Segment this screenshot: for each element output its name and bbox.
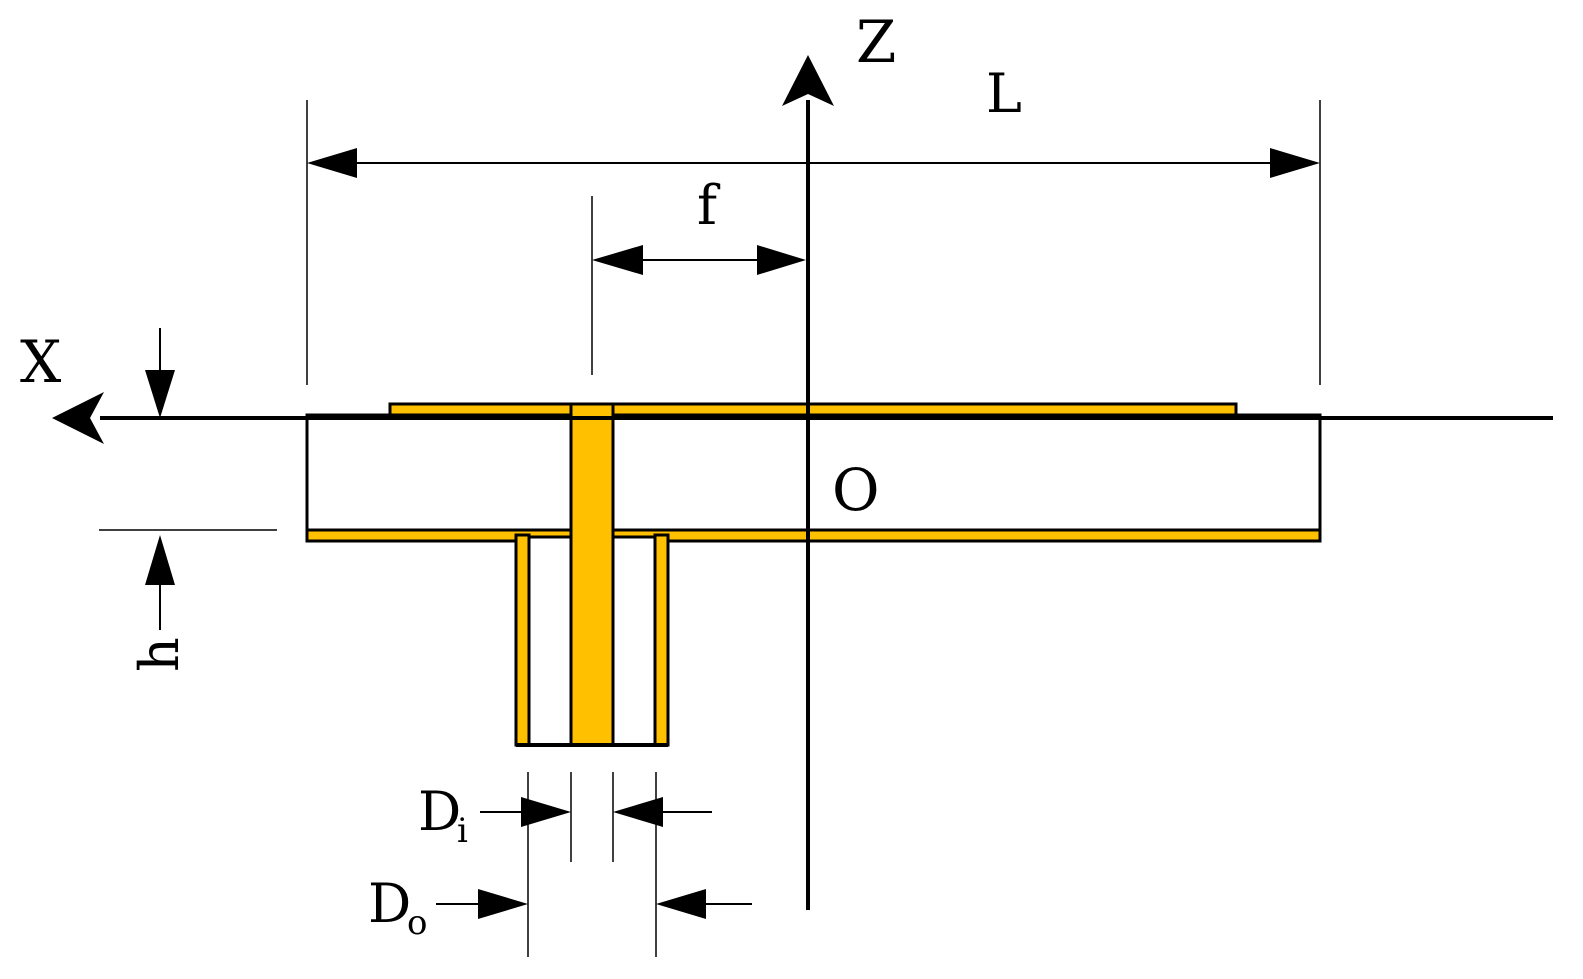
x-axis-label: X (20, 328, 62, 396)
h-arrow-bottom (145, 535, 175, 585)
f-dimension (592, 245, 806, 275)
outer-diameter-sub: o (407, 903, 427, 943)
f-arrow-right (757, 245, 806, 275)
di-arrow-right (613, 797, 663, 827)
l-dimension (307, 148, 1320, 178)
feed-probe (569, 402, 615, 747)
feed-offset-label: f (697, 174, 721, 237)
x-axis-arrowhead (52, 392, 104, 444)
outer-diameter-label: D o (368, 872, 427, 943)
h-arrow-top (145, 370, 175, 418)
z-axis-label: Z (856, 8, 896, 76)
inner-diameter-label: D i (418, 780, 468, 851)
inner-diameter-main: D (418, 780, 461, 843)
l-arrow-right (1270, 148, 1320, 178)
z-axis-arrowhead (782, 55, 834, 106)
f-arrow-left (592, 245, 643, 275)
ground-plane (305, 528, 1322, 543)
do-arrow-right (656, 889, 706, 919)
do-dimension (436, 889, 752, 919)
outer-diameter-main: D (368, 872, 411, 935)
substrate (305, 413, 1322, 539)
h-dimension (145, 328, 175, 630)
length-label: L (986, 62, 1022, 125)
inner-diameter-sub: i (457, 811, 468, 851)
radiating-patch (388, 402, 1238, 417)
l-arrow-left (307, 148, 357, 178)
height-label: h (128, 637, 191, 672)
di-dimension (480, 797, 712, 827)
do-arrow-left (478, 889, 528, 919)
di-arrow-left (521, 797, 571, 827)
origin-label: O (832, 456, 880, 524)
